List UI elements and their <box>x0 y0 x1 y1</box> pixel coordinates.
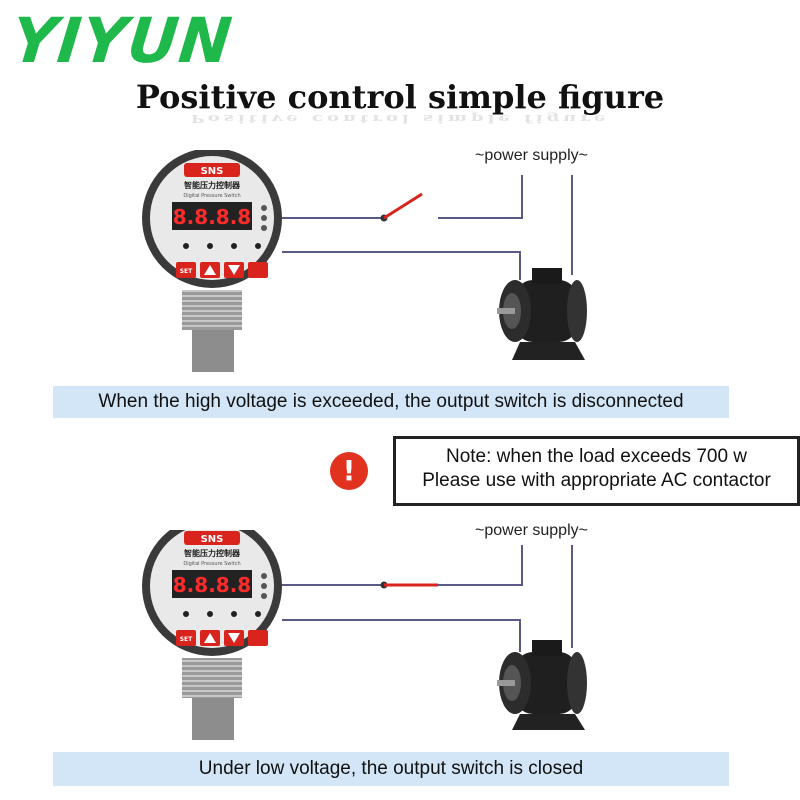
gauge-model-en: Digital Pressure Switch <box>183 193 240 199</box>
gauge-model-en: Digital Pressure Switch <box>183 561 240 567</box>
svg-text:SET: SET <box>180 268 193 275</box>
pressure-switch-gauge-bottom: SNS 智能压力控制器 Digital Pressure Switch 8.8.… <box>142 530 282 740</box>
bottom-diagram: SNS 智能压力控制器 Digital Pressure Switch 8.8.… <box>142 530 587 740</box>
svg-text:SET: SET <box>180 636 193 643</box>
warning-note: Note: when the load exceeds 700 w Please… <box>393 436 800 506</box>
top-wiring <box>282 175 573 280</box>
caption-top: When the high voltage is exceeded, the o… <box>53 386 729 418</box>
title-reflection: Positive control simple figure <box>190 112 610 125</box>
power-supply-label-bottom: ~power supply~ <box>475 522 588 539</box>
gauge-model-cn: 智能压力控制器 <box>184 180 241 190</box>
page-title: Positive control simple figure <box>135 78 665 116</box>
gauge-brand: SNS <box>201 534 224 545</box>
bottom-wiring <box>282 545 573 652</box>
caption-bottom: Under low voltage, the output switch is … <box>53 752 729 786</box>
motor-bottom <box>497 640 587 730</box>
exclamation-icon: ! <box>330 452 368 490</box>
note-line-1: Note: when the load exceeds 700 w <box>445 446 748 467</box>
power-supply-label-top: ~power supply~ <box>475 147 588 164</box>
brand-logo: YIYUN <box>8 4 236 77</box>
open-switch-blade <box>383 192 423 220</box>
gauge-brand: SNS <box>201 166 224 177</box>
gauge-model-cn: 智能压力控制器 <box>184 548 241 558</box>
gauge-display: 8.8.8.8 <box>173 573 251 597</box>
note-line-2: Please use with appropriate AC contactor <box>422 470 771 491</box>
top-diagram: SNS 智能压力控制器 Digital Pressure Switch 8.8.… <box>142 150 587 372</box>
pressure-switch-gauge-top: SNS 智能压力控制器 Digital Pressure Switch 8.8.… <box>142 150 282 372</box>
motor-top <box>497 268 587 360</box>
gauge-display: 8.8.8.8 <box>173 205 251 229</box>
